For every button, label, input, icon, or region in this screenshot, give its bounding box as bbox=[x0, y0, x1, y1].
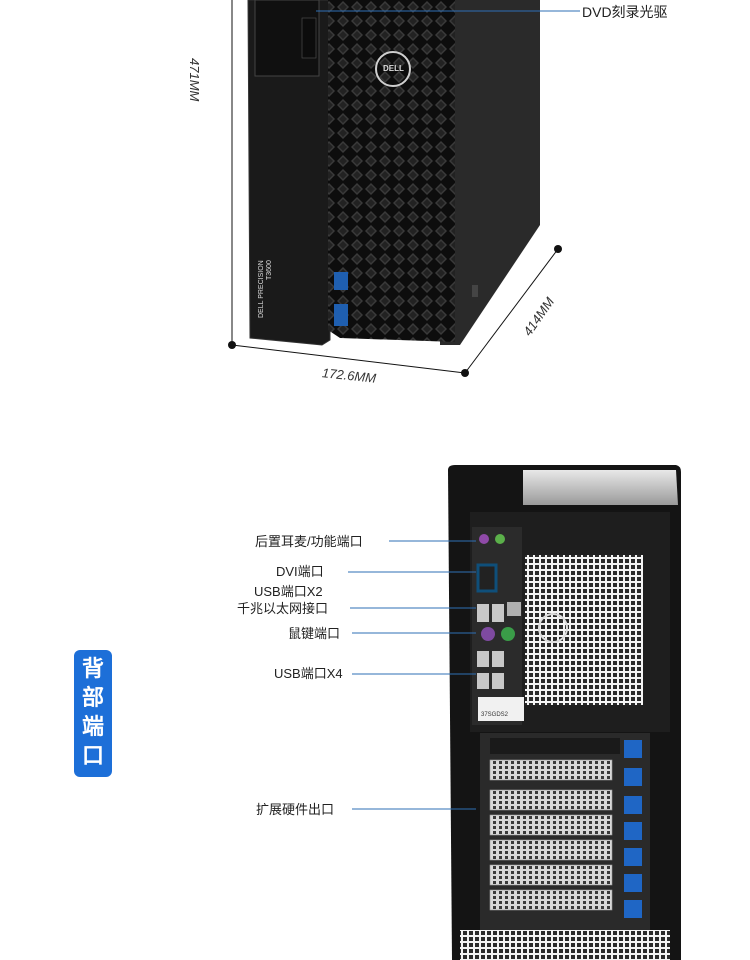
dvi-port-callout: DVI端口 bbox=[276, 564, 324, 579]
ethernet-port-callout: 千兆以太网接口 bbox=[237, 601, 329, 616]
rear-ports-section-tag: 背 部 端 口 bbox=[74, 650, 112, 777]
height-dimension: 471MM bbox=[187, 58, 202, 102]
dimension-lines bbox=[231, 0, 559, 374]
model-number-label: T3600 bbox=[266, 260, 273, 280]
usb-x2-callout: USB端口X2 bbox=[254, 584, 323, 599]
usb-x4-callout: USB端口X4 bbox=[274, 666, 343, 681]
tag-char-2: 部 bbox=[81, 685, 104, 710]
expansion-slot-callout: 扩展硬件出口 bbox=[256, 802, 335, 817]
rear-tower bbox=[448, 465, 681, 960]
dell-logo-text: DELL bbox=[383, 64, 404, 73]
dvd-drive-callout: DVD刻录光驱 bbox=[582, 4, 668, 20]
model-label: DELL PRECISION bbox=[258, 260, 265, 318]
service-tag-sticker: 37SGDS2 bbox=[481, 712, 509, 718]
audio-port-callout: 后置耳麦/功能端口 bbox=[255, 534, 363, 549]
tag-char-1: 背 bbox=[81, 656, 104, 681]
ps2-port-callout: 鼠键端口 bbox=[288, 626, 341, 641]
front-tower bbox=[247, 0, 540, 346]
dell-logo bbox=[375, 51, 411, 87]
tag-char-4: 口 bbox=[81, 743, 104, 768]
tag-char-3: 端 bbox=[81, 714, 104, 739]
